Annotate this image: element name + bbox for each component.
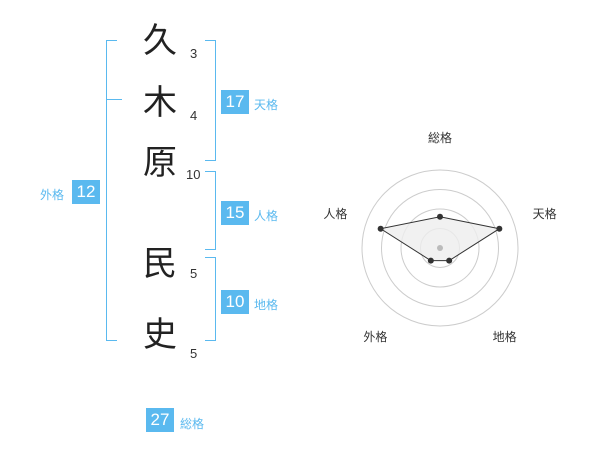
radar-axis-label: 天格 [533,206,557,221]
tenkaku-bracket [205,40,216,161]
jinkaku-label: 人格 [254,209,279,223]
stroke-count-3: 10 [186,167,201,182]
jinkaku-badge: 15 [221,201,249,225]
jinkaku-bracket [205,171,216,250]
name-char-5: 史 [143,315,177,355]
chikaku-label: 地格 [254,298,279,312]
radar-point [437,213,443,220]
name-char-2: 木 [143,83,177,123]
gaikaku-bracket-tick [106,99,122,100]
name-char-3: 原 [143,143,177,183]
radar-ring [381,189,499,307]
radar-axis-label: 外格 [363,329,387,344]
stroke-count-4: 5 [190,266,198,281]
gaikaku-bracket [106,40,117,341]
radar-polygon [379,216,501,262]
stroke-count-1: 3 [190,46,198,61]
radar-point [496,225,503,232]
gaikaku-badge: 12 [72,180,100,204]
stroke-count-2: 4 [190,108,198,123]
soukaku-badge: 27 [146,408,174,432]
radar-point [377,225,384,232]
radar-axis-label: 総格 [428,130,452,145]
radar-ring [361,169,519,327]
radar-center-dot [437,245,443,251]
chikaku-bracket [205,257,216,341]
radar-axis-label: 地格 [493,329,517,344]
chikaku-badge: 10 [221,290,249,314]
radar-ring [400,208,480,288]
radar-axis-label: 人格 [323,206,347,221]
tenkaku-label: 天格 [254,98,279,112]
name-char-4: 民 [143,244,177,284]
tenkaku-badge: 17 [221,90,249,114]
soukaku-label: 総格 [180,417,205,431]
stroke-count-5: 5 [190,346,198,361]
radar-point [446,257,453,264]
gaikaku-label: 外格 [40,188,65,202]
radar-point [427,257,434,264]
name-char-1: 久 [143,21,177,61]
